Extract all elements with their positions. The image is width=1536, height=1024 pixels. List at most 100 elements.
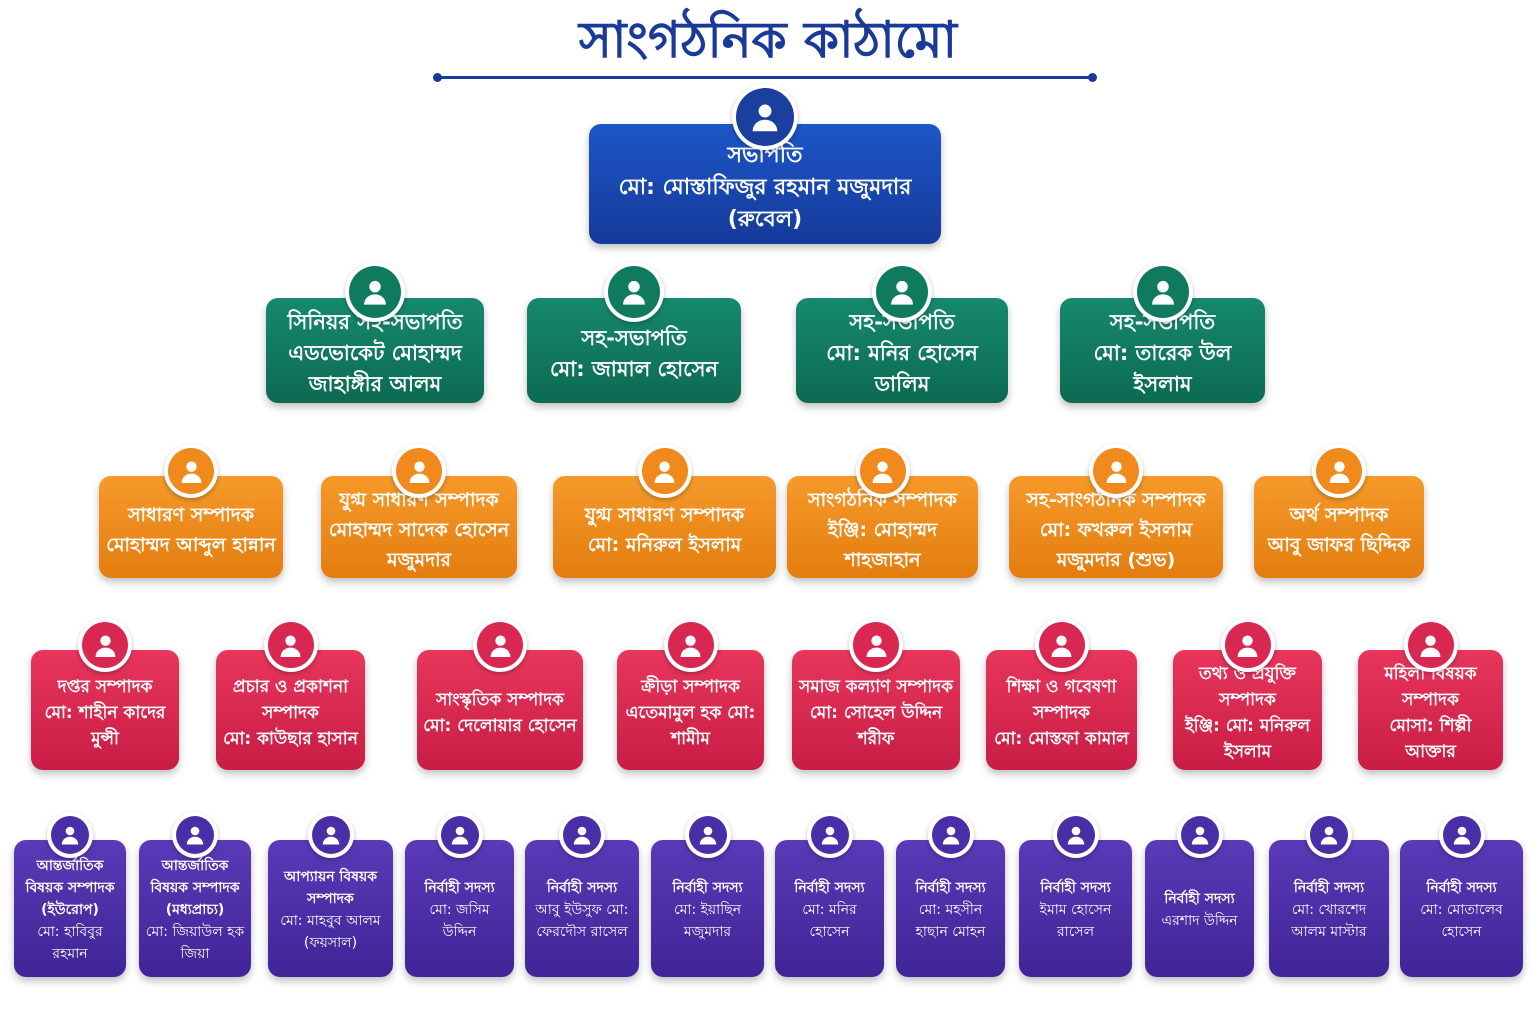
title-underline — [433, 73, 1097, 82]
members-node: নির্বাহী সদস্য এরশাদ উদ্দিন — [1145, 812, 1254, 977]
person-name: মো: তারেক উল ইসলাম — [1093, 341, 1232, 396]
person-name: মো: মনির হোসেন ডালিম — [826, 341, 978, 396]
user-icon — [1093, 448, 1139, 494]
user-icon — [349, 266, 401, 318]
person-name: মো: জসিম উদ্দিন — [429, 902, 490, 940]
avatar — [307, 812, 354, 858]
person-name: মো: কাউছার হাসান — [223, 728, 358, 749]
editors-card: প্রচার ও প্রকাশনা সম্পাদক মো: কাউছার হাসা… — [216, 650, 365, 770]
role-label: যুগ্ম সাধারণ সম্পাদক — [584, 503, 745, 526]
user-icon — [1316, 448, 1362, 494]
avatar — [663, 618, 718, 672]
person-name: মো: মাহবুব আলম (ফয়সাল) — [280, 913, 381, 951]
person-name: ইমাম হোসেন রাসেল — [1039, 902, 1112, 940]
vice-node: সিনিয়র সহ-সভাপতিএডভোকেট মোহাম্মদ জাহাঙ্… — [266, 262, 484, 403]
avatar — [1176, 812, 1223, 858]
avatar — [436, 812, 483, 858]
person-name: মোহাম্মদ আব্দুল হান্নান — [106, 533, 276, 556]
avatar — [1403, 618, 1458, 672]
user-icon — [1056, 816, 1095, 854]
user-icon — [1038, 622, 1085, 668]
members-card: নির্বাহী সদস্য ইমাম হোসেন রাসেল — [1019, 840, 1132, 977]
role-label: নির্বাহী সদস্য — [424, 880, 495, 896]
avatar — [392, 444, 446, 498]
avatar — [345, 262, 405, 322]
members-card: আন্তর্জাতিক বিষয়ক সম্পাদক (মধ্যপ্রাচ্য)… — [139, 840, 251, 977]
role-label: নির্বাহী সদস্য — [546, 880, 618, 896]
president-node: সভাপতিমো: মোস্তাফিজুর রহমান মজুমদার (রুব… — [589, 84, 941, 244]
members-card: নির্বাহী সদস্য এরশাদ উদ্দিন — [1145, 840, 1254, 977]
user-icon — [641, 448, 688, 494]
members-node: আন্তর্জাতিক বিষয়ক সম্পাদক (মধ্যপ্রাচ্য)… — [139, 812, 251, 977]
avatar — [1306, 812, 1352, 858]
user-icon — [1407, 622, 1454, 668]
person-name: মো: মনির হোসেন — [802, 902, 857, 940]
vice-card: সহ-সভাপতিমো: মনির হোসেন ডালিম — [796, 298, 1008, 403]
role-label: প্রচার ও প্রকাশনা সম্পাদক — [232, 676, 349, 723]
person-name: এরশাদ উদ্দিন — [1161, 913, 1238, 929]
avatar — [47, 812, 93, 858]
user-icon — [688, 816, 727, 854]
user-icon — [563, 816, 601, 854]
avatar — [806, 812, 853, 858]
person-name: মো: জামাল হোসেন — [549, 356, 719, 381]
avatar — [1438, 812, 1485, 858]
person-name: মো: সোহেল উদ্দিন শরীফ — [809, 702, 943, 749]
person-name: মো: দেলোয়ার হোসেন — [423, 715, 577, 736]
role-label: নির্বাহী সদস্য — [794, 880, 865, 896]
person-name: আবু জাফর ছিদ্দিক — [1267, 533, 1411, 556]
avatar — [927, 812, 974, 858]
role-label: সাধারণ সম্পাদক — [127, 503, 255, 526]
avatar — [872, 262, 932, 322]
role-label: দপ্তর সম্পাদক — [57, 676, 153, 697]
role-label: সহ-সভাপতি — [581, 325, 687, 350]
role-label: নির্বাহী সদস্য — [1040, 880, 1111, 896]
avatar — [1034, 618, 1089, 672]
user-icon — [176, 816, 214, 854]
role-label: অর্থ সম্পাদক — [1289, 503, 1389, 526]
person-name: মো: মোতালেব হোসেন — [1420, 902, 1503, 940]
person-name: মো: মনিরুল ইসলাম — [587, 533, 742, 556]
user-icon — [876, 266, 928, 318]
user-icon — [311, 816, 350, 854]
person-name: মো: জিয়াউল হক জিয়া — [145, 924, 245, 962]
role-label: নির্বাহী সদস্য — [915, 880, 986, 896]
avatar — [1220, 618, 1275, 672]
role-label: নির্বাহী সদস্য — [672, 880, 743, 896]
avatar — [473, 618, 527, 672]
role-label: নির্বাহী সদস্য — [1164, 891, 1235, 907]
avatar — [172, 812, 218, 858]
person-name: আবু ইউসুফ মো: ফেরদৌস রাসেল — [535, 902, 629, 940]
chart-title: সাংগঠনিক কাঠামো — [578, 11, 958, 69]
user-icon — [810, 816, 849, 854]
person-name: মোসা: শিল্পী আক্তার — [1389, 715, 1472, 762]
vice-node: সহ-সভাপতিমো: মনির হোসেন ডালিম — [796, 262, 1008, 403]
vice-card: সিনিয়র সহ-সভাপতিএডভোকেট মোহাম্মদ জাহাঙ্… — [266, 298, 484, 403]
avatar — [1312, 444, 1366, 498]
person-name: এডভোকেট মোহাম্মদ জাহাঙ্গীর আলম — [288, 341, 462, 396]
role-label: যুগ্ম সাধারণ সম্পাদক — [339, 488, 499, 511]
members-card: আন্তর্জাতিক বিষয়ক সম্পাদক (ইউরোপ)মো: হা… — [14, 840, 126, 977]
avatar — [1089, 444, 1143, 498]
person-name: এতেমামুল হক মো: শামীম — [625, 702, 756, 749]
avatar — [1132, 262, 1193, 322]
user-icon — [477, 622, 523, 668]
members-node: নির্বাহী সদস্য আবু ইউসুফ মো: ফেরদৌস রাসেল — [525, 812, 639, 977]
user-icon — [1224, 622, 1271, 668]
avatar — [164, 444, 218, 498]
user-icon — [931, 816, 970, 854]
person-name: মো: ফখরুল ইসলাম মজুমদার (শুভ) — [1039, 518, 1193, 571]
role-label: সাংস্কৃতিক সম্পাদক — [436, 689, 564, 710]
